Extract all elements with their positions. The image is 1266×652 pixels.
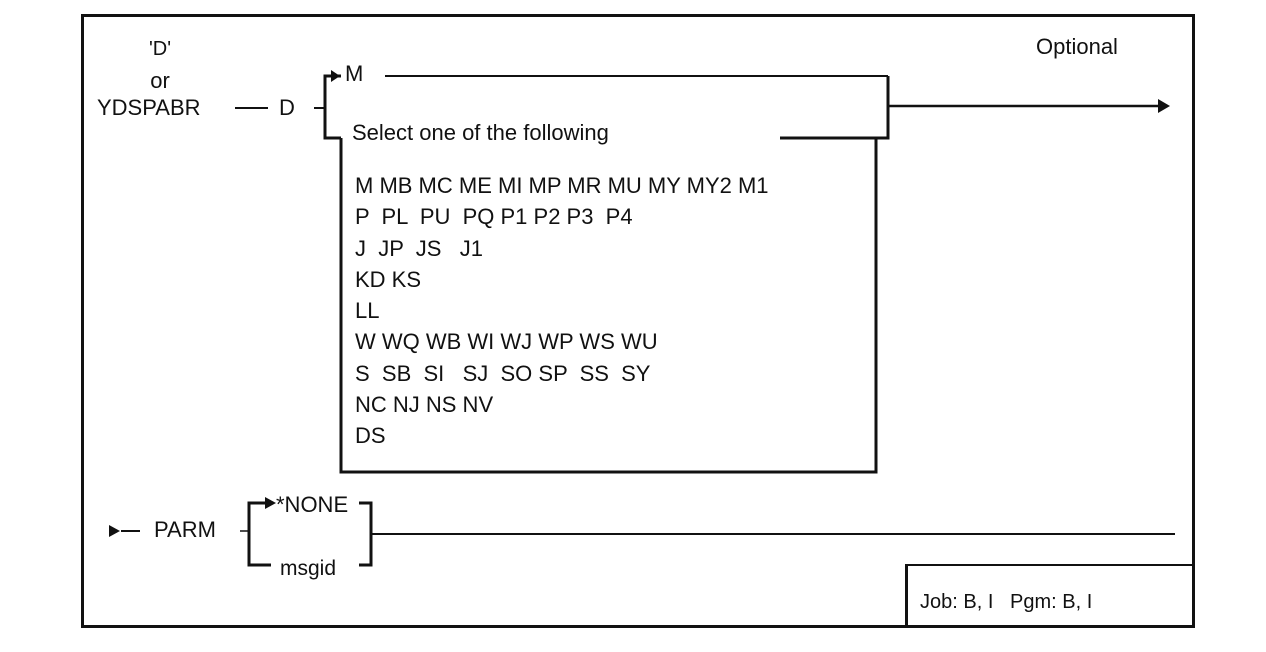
environment-box [905, 564, 1195, 626]
branch-bracket [323, 74, 341, 140]
optional-label: Optional [1036, 34, 1118, 59]
parm-bracket-right [359, 501, 373, 567]
syntax-diagram-frame [81, 14, 1195, 628]
parm-keyword: PARM [154, 517, 216, 542]
branch-bracket-right [780, 76, 890, 140]
select-label: Select one of the following [352, 120, 609, 145]
option-row: LL [355, 298, 380, 323]
default-value: M [345, 61, 364, 86]
arrow-icon [331, 70, 340, 82]
arrow-icon [1158, 99, 1170, 113]
parm-alternative: msgid [280, 557, 337, 580]
options-box [339, 138, 878, 474]
option-row: DS [355, 423, 386, 448]
arrow-icon [109, 525, 120, 537]
command-keyword: D [279, 95, 295, 120]
option-row: P PL PU PQ P1 P2 P3 P4 [355, 204, 633, 229]
arrow-icon [265, 497, 276, 509]
option-row: M MB MC ME MI MP MR MU MY MY2 M1 [355, 173, 769, 198]
environment-label: Job: B, I Pgm: B, I [920, 591, 1093, 613]
command-name-quoted: 'D' [148, 38, 172, 60]
parm-default-value: *NONE [276, 492, 349, 517]
option-row: J JP JS J1 [355, 236, 483, 261]
option-row: W WQ WB WI WJ WP WS WU [355, 329, 658, 354]
command-name: YDSPABR [97, 95, 201, 120]
command-name-or: or [150, 68, 170, 93]
option-row: NC NJ NS NV [355, 392, 494, 417]
option-row: S SB SI SJ SO SP SS SY [355, 361, 651, 386]
parm-bracket-left [247, 501, 271, 567]
option-row: KD KS [355, 267, 422, 292]
